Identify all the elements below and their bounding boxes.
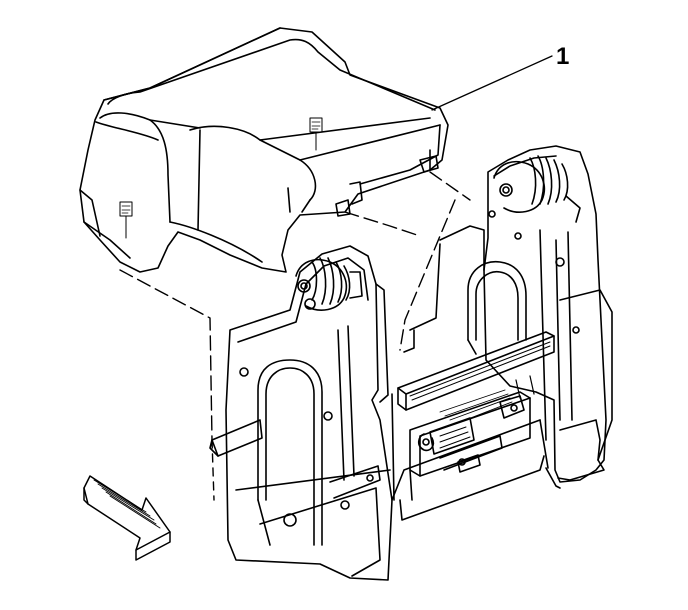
warning-label-icon (119, 201, 133, 239)
cover-component (79, 27, 449, 273)
cross-rail (397, 331, 555, 411)
callout-label-1: 1 (556, 43, 569, 70)
bracket-assembly (209, 145, 613, 581)
alignment-lines (119, 171, 471, 501)
spring-hinge-right (493, 155, 581, 223)
spring-hinge-left (295, 257, 363, 311)
warning-label-icon (309, 117, 323, 151)
direction-arrow-icon (83, 475, 171, 561)
callout-1 (431, 55, 553, 111)
